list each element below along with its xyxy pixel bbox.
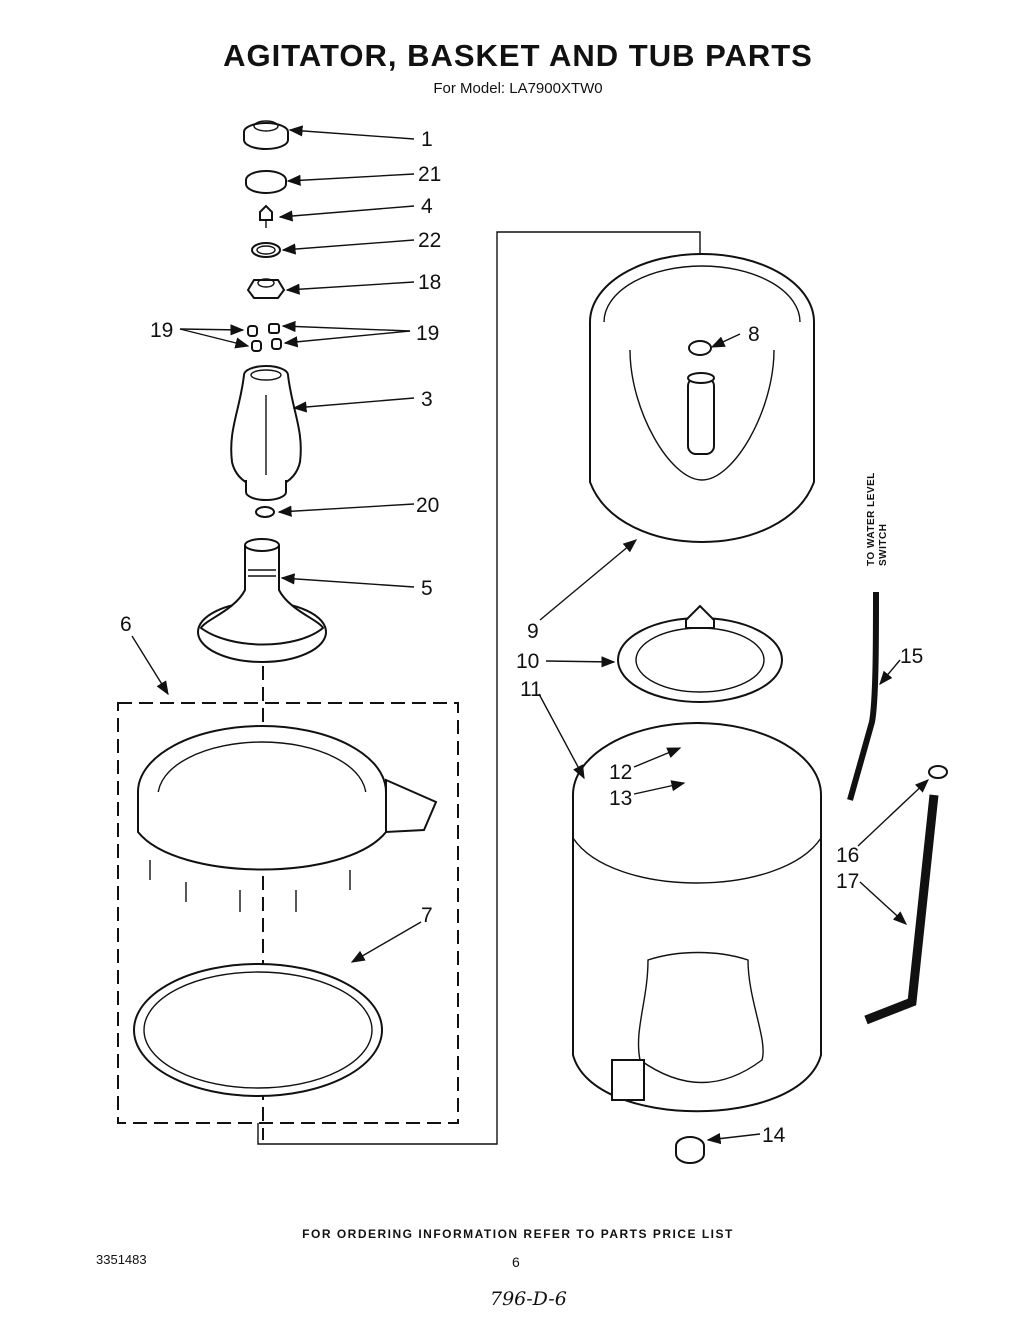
- part-16-clamp: [928, 765, 948, 779]
- callout-9: 9: [527, 620, 539, 643]
- part-11-outer-tub: [572, 722, 822, 1113]
- callout-17: 17: [836, 870, 859, 893]
- callout-19-left: 19: [150, 319, 173, 342]
- part-14-plug: [675, 1136, 705, 1164]
- part-21-cap-insert: [245, 170, 287, 194]
- part-3-agitator-barrel: [230, 365, 302, 501]
- part-9-basket: [589, 253, 815, 543]
- part-7-tub-seal: [133, 963, 383, 1097]
- callout-13: 13: [609, 787, 632, 810]
- part-4-bolt: [259, 204, 273, 228]
- callout-4: 4: [421, 195, 433, 218]
- part-19-dogs: [247, 323, 282, 352]
- part-6-tub-ring: [137, 725, 438, 912]
- kit-6-enclosure: [117, 702, 459, 1124]
- callout-14: 14: [762, 1124, 786, 1147]
- part-17-hose: [864, 794, 939, 1025]
- part-20-seal: [255, 506, 275, 518]
- callout-16: 16: [836, 844, 859, 867]
- part-15-hose: [847, 591, 879, 801]
- callout-6: 6: [120, 613, 132, 636]
- callout-15: 15: [900, 645, 923, 668]
- model-subtitle: For Model: LA7900XTW0: [433, 80, 603, 97]
- page-number: 6: [512, 1254, 520, 1270]
- svg-text:TO WATER LEVEL: TO WATER LEVEL: [866, 472, 877, 566]
- callout-20: 20: [416, 494, 439, 517]
- callout-1: 1: [421, 128, 433, 151]
- callout-leaders: [131, 125, 930, 1145]
- callout-7: 7: [421, 904, 433, 927]
- assembly-link-line: [257, 231, 701, 1145]
- part-18-cam: [246, 278, 286, 299]
- callout-22: 22: [418, 229, 441, 252]
- part-5-agitator-base: [197, 538, 327, 663]
- ordering-note: FOR ORDERING INFORMATION REFER TO PARTS …: [302, 1227, 734, 1241]
- callout-11: 11: [520, 678, 542, 701]
- callout-19-right: 19: [416, 322, 439, 345]
- document-number: 3351483: [96, 1252, 147, 1267]
- part-8-nut: [688, 340, 712, 356]
- callout-3: 3: [421, 388, 433, 411]
- callout-5: 5: [421, 577, 433, 600]
- svg-text:SWITCH: SWITCH: [878, 524, 889, 566]
- callout-8: 8: [748, 323, 760, 346]
- callout-18: 18: [418, 271, 441, 294]
- water-level-label: TO WATER LEVEL SWITCH: [866, 472, 889, 566]
- callout-21: 21: [418, 163, 441, 186]
- part-10-clutch-ring: [617, 604, 783, 703]
- part-22-ring: [251, 242, 281, 258]
- part-1-cap: [243, 120, 289, 150]
- page-title: AGITATOR, BASKET AND TUB PARTS: [223, 38, 813, 73]
- callout-10: 10: [516, 650, 539, 673]
- callout-12: 12: [609, 761, 632, 784]
- handwritten-code: 796-D-6: [490, 1288, 567, 1310]
